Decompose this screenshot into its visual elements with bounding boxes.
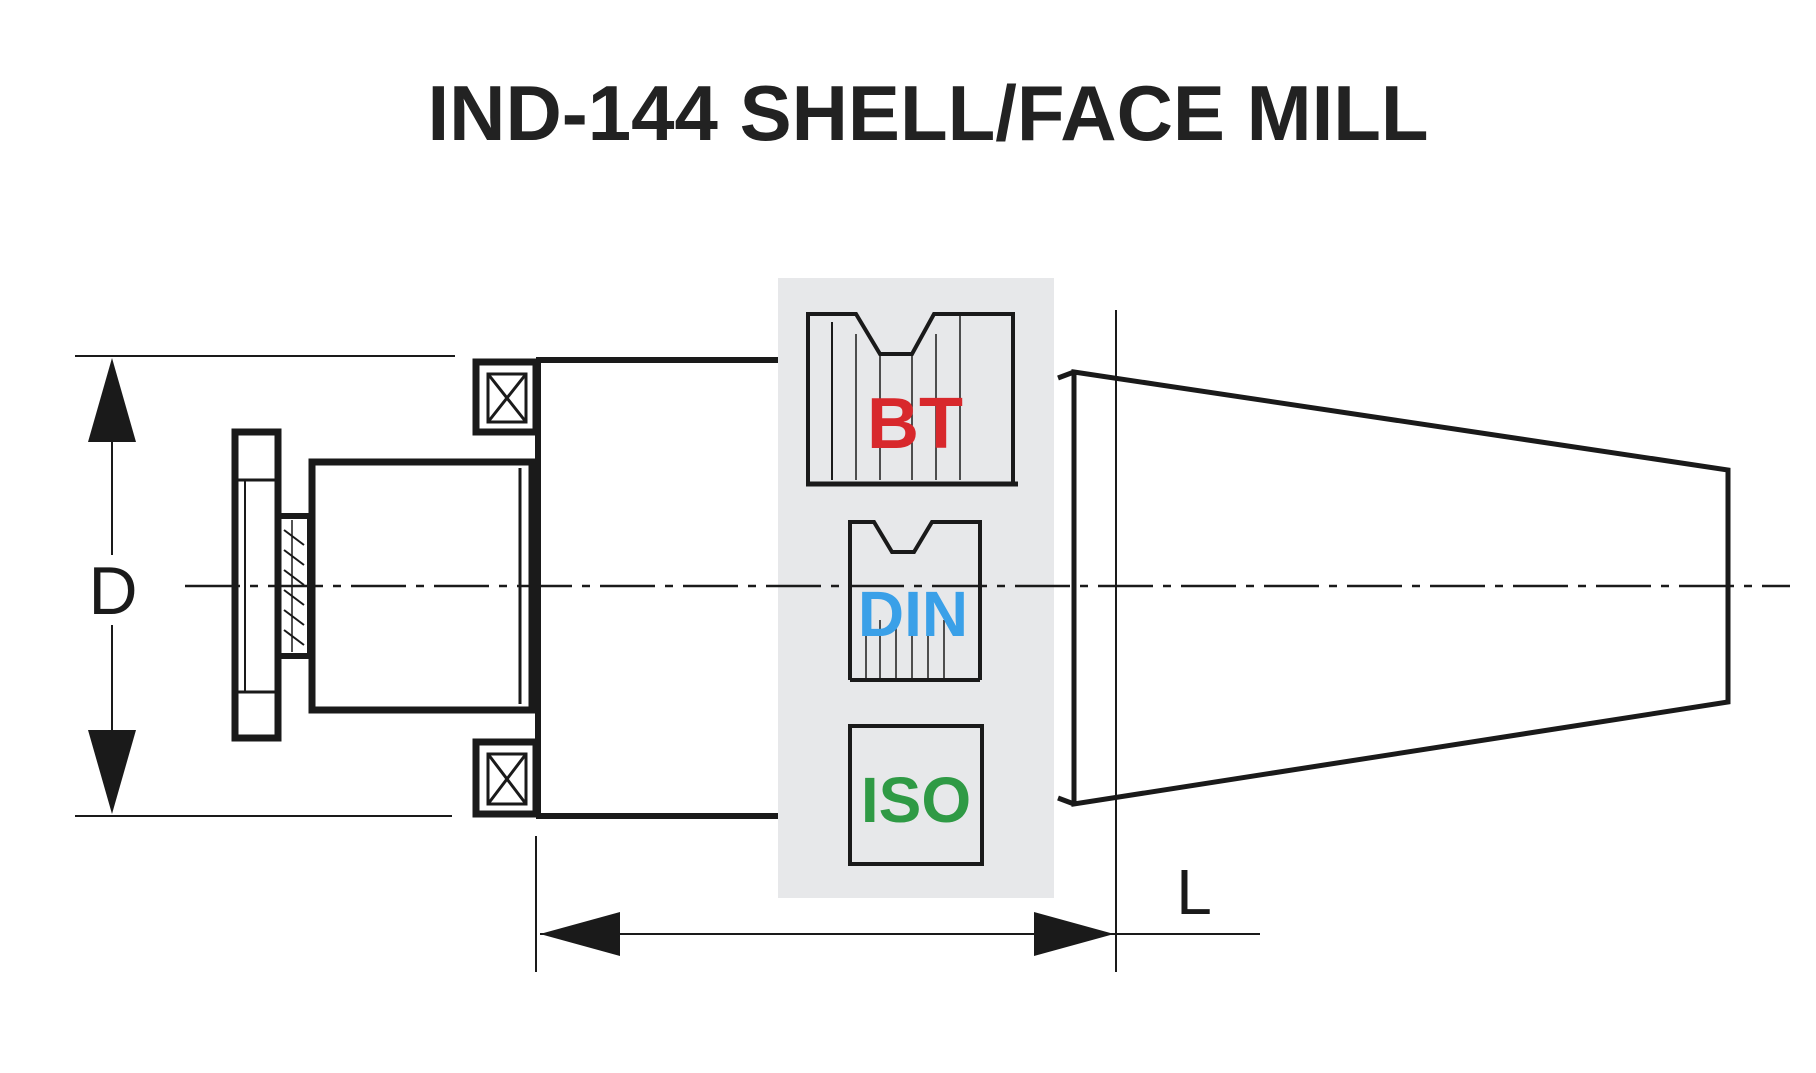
bt-flange-profile bbox=[806, 312, 1018, 487]
diameter-arrow-up-icon bbox=[88, 358, 136, 442]
length-label: L bbox=[1176, 856, 1212, 928]
diameter-arrow-down-icon bbox=[88, 730, 136, 814]
din-flange-profile bbox=[848, 520, 982, 682]
iso-label: ISO bbox=[861, 764, 971, 836]
diameter-label: D bbox=[88, 553, 137, 629]
arbor-pilot bbox=[308, 458, 536, 714]
length-arrow-left-icon bbox=[540, 912, 620, 956]
drive-key-top bbox=[472, 358, 540, 436]
flange-body bbox=[535, 357, 778, 819]
length-arrow-right-icon bbox=[1034, 912, 1114, 956]
taper-standards-panel bbox=[778, 278, 1054, 898]
diameter-label-bg bbox=[82, 555, 142, 625]
iso-flange-profile bbox=[848, 724, 984, 866]
din-label: DIN bbox=[858, 578, 968, 650]
bt-label: BT bbox=[867, 384, 963, 464]
drive-key-bottom bbox=[472, 738, 540, 818]
diagram-title: IND-144 SHELL/FACE MILL bbox=[427, 69, 1428, 157]
taper-shank bbox=[1057, 369, 1731, 807]
